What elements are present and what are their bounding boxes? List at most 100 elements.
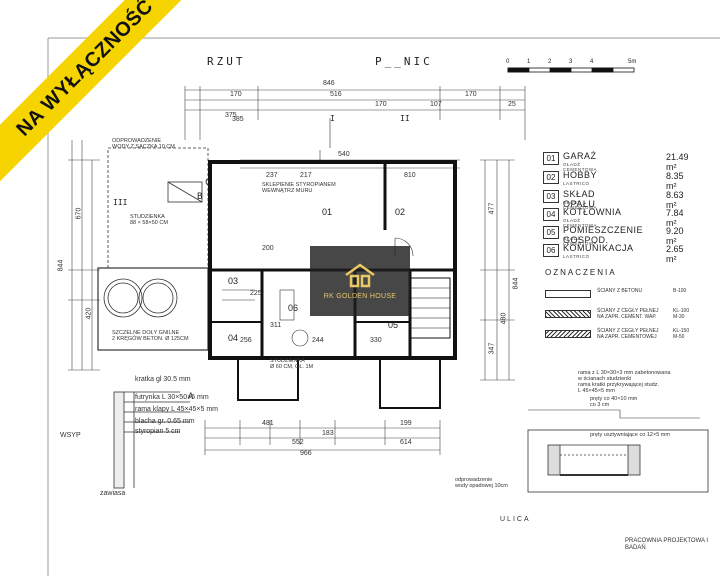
dim-inner: 237 <box>266 172 278 179</box>
top-dimension-lines <box>184 86 526 169</box>
note-well-bottom: STUDZIENKA Ø 60 CM, GŁ. 1M <box>270 358 314 371</box>
legend-number: 05 <box>543 226 559 239</box>
dim-right-total: 844 <box>512 277 520 290</box>
scale-bar <box>507 67 635 73</box>
note-drainage-top: ODPROWADZENIE WODY Z SĄCZKA 10 CM <box>112 138 175 151</box>
note-stiffener: pręty usztywniające co 12×5 mm <box>590 432 670 438</box>
dim-right: 480 <box>500 312 508 325</box>
dim-top: 25 <box>508 101 516 108</box>
section-marker: III <box>113 198 128 207</box>
note-hinge: zawiasa <box>100 490 126 497</box>
room-label-03: 03 <box>228 276 239 286</box>
dim-bottom: 481 <box>262 420 274 427</box>
note-drainage-bottom: odprowadzenie wody opadowej 10cm <box>455 477 508 490</box>
dim-bottom: 552 <box>292 439 304 446</box>
room-label-01: 01 <box>322 207 333 217</box>
note-styrofoam: styropian 5 cm <box>135 428 181 435</box>
note-septic: SZCZELNE DOŁY GNILNE 2 KRĘGÓW BETON. Ø 1… <box>112 330 189 343</box>
right-dimension-lines <box>480 159 515 381</box>
dim-inner: 311 <box>270 322 282 329</box>
note-well: STUDZIENKA 88 × 58×50 CM <box>130 214 168 227</box>
section-marker: II <box>400 114 410 123</box>
room-label-06: 06 <box>288 303 299 313</box>
house-logo-icon <box>345 262 375 287</box>
legend-number: 06 <box>543 244 559 257</box>
wall-desc: ŚCIANY Z BETONU <box>597 288 643 294</box>
dim-top: 170 <box>375 101 387 108</box>
dim-inner: 810 <box>404 172 416 179</box>
legend-number: 04 <box>543 208 559 221</box>
section-marker: B <box>197 192 203 202</box>
dim-inner: 256 <box>240 337 252 344</box>
dim-bottom: 614 <box>400 439 412 446</box>
wall-code: B-100 <box>673 288 687 294</box>
legend-room-name: GARAŻ <box>563 151 597 161</box>
watermark-name: RK GOLDEN HOUSE <box>323 292 397 300</box>
left-dimension-lines <box>68 140 100 371</box>
dim-inner: 200 <box>262 245 274 252</box>
wall-swatch <box>545 330 591 338</box>
legend-room-finish: GŁADŹ CEMENTOWA <box>563 162 598 172</box>
dim-bottom: 199 <box>400 420 412 427</box>
wall-desc: ŚCIANY Z CEGŁY PEŁNEJ NA ZAPR. CEMENT. W… <box>597 308 659 320</box>
legend-number: 03 <box>543 190 559 203</box>
dim-bottom: 183 <box>322 430 334 437</box>
plan-title: RZUT <box>207 55 246 68</box>
agency-watermark: RK GOLDEN HOUSE <box>310 246 410 316</box>
scale-mark: 5m <box>628 59 637 65</box>
scale-mark: 0 <box>506 59 510 65</box>
project-stamp: PRACOWNIA PROJEKTOWA I BADAŃ <box>625 538 709 551</box>
wall-swatch <box>545 290 591 298</box>
note-sheet: blacha gr. 0.65 mm <box>135 418 195 425</box>
legend-room-name: KOTŁOWNIA <box>563 207 622 217</box>
legend-room-finish: GŁADŹ CEMENTOWA <box>563 200 598 210</box>
legend-room-area: 8.63 m² <box>666 190 684 210</box>
wall-code: KL-100 M-30 <box>673 308 690 320</box>
scale-mark: 4 <box>590 59 594 65</box>
room-label-05: 05 <box>388 320 399 330</box>
note-grate-frame: rama kratki przykrywającej studz. L 45×4… <box>578 382 659 395</box>
dim-left: 420 <box>85 307 93 320</box>
dim-top: 516 <box>330 91 342 98</box>
section-marker: I <box>330 114 335 123</box>
note-insulation: SKLEPIENIE STYROPIANEM WEWNĄTRZ MURU <box>262 182 336 195</box>
legend-room-area: 8.35 m² <box>666 171 684 191</box>
note-frame: futrynka L 30×50×5 mm <box>135 394 209 401</box>
dim-top: 170 <box>230 91 242 98</box>
hatch-section <box>113 391 190 489</box>
note-bars: pręty co 40×10 mm co 3 cm <box>590 396 638 409</box>
legend-room-name: SKŁAD OPAŁU <box>563 189 596 209</box>
legend-room-area: 9.20 m² <box>666 226 684 246</box>
legend-room-finish: LASTRICO <box>563 254 590 259</box>
legend-room-finish: LASTRICO <box>563 181 590 186</box>
legend-number: 01 <box>543 152 559 165</box>
legend-room-name: POMIESZCZENIE GOSPOD. <box>563 225 644 245</box>
scale-mark: 1 <box>527 59 531 65</box>
interior-details <box>222 118 414 347</box>
dim-top-total: 846 <box>323 80 335 87</box>
dim-inner: 217 <box>300 172 312 179</box>
dim-top: 107 <box>430 101 442 108</box>
note-right-frame: rama z L 30×30×3 mm zabetonowana w ścian… <box>578 370 671 383</box>
legend-room-area: 21.49 m² <box>666 152 689 172</box>
legend-room-finish: GŁADŹ CEMENTOWA <box>563 218 598 228</box>
dim-inner: 385 <box>232 116 244 123</box>
section-marker: A <box>188 392 194 402</box>
dim-right: 477 <box>488 202 496 215</box>
legend-room-finish: GŁADŹ CEMENTOWA <box>563 236 598 246</box>
section-marker: C <box>205 178 211 188</box>
dim-top: 375 <box>225 112 237 119</box>
legend-room-name: KOMUNIKACJA <box>563 243 634 253</box>
note-inlet: WSYP <box>60 432 81 439</box>
room-label-02: 02 <box>395 207 406 217</box>
scale-mark: 2 <box>548 59 552 65</box>
septic-area <box>97 147 209 351</box>
dim-inner: 330 <box>370 337 382 344</box>
dim-left: 670 <box>75 207 83 220</box>
legend-markings-title: OZNACZENIA <box>545 268 617 277</box>
plan-title-suffix: P__NIC <box>375 55 433 68</box>
room-label-04: 04 <box>228 333 239 343</box>
dim-left-total: 844 <box>57 259 65 272</box>
dim-top: 170 <box>465 91 477 98</box>
